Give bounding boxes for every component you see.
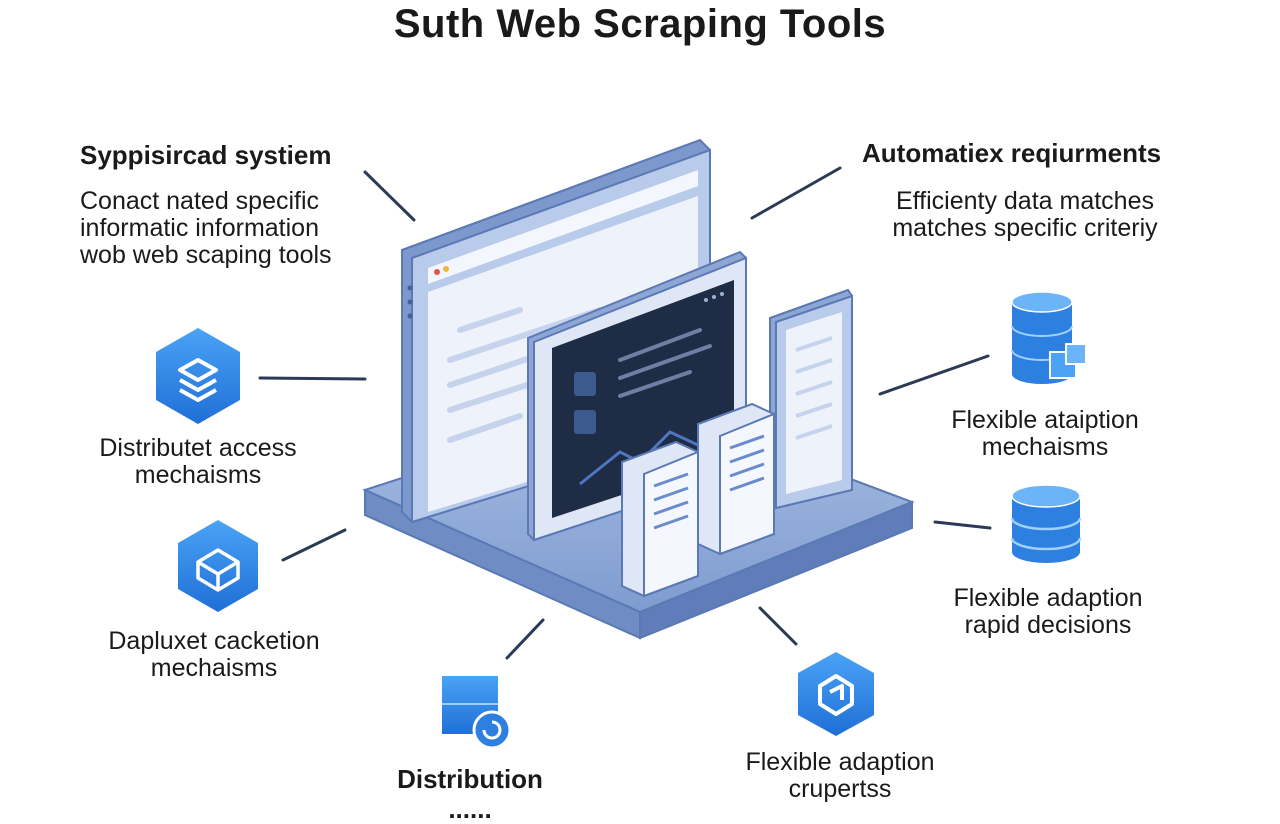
right-top-line: matches specific criteriy: [892, 214, 1158, 242]
bottom-item-label: Flexible adaption crupertss: [720, 749, 960, 803]
label-line: Flexible adaption: [745, 748, 935, 776]
label-line: mechaisms: [981, 433, 1109, 461]
label-line: rapid decisions: [964, 611, 1132, 639]
right-item-label: Flexible ataiption mechaisms: [930, 407, 1160, 461]
page-title: Suth Web Scraping Tools: [393, 2, 887, 46]
left-item-label: Dapluxet cacketion mechaisms: [96, 628, 332, 682]
label-line: Distributet access: [99, 434, 297, 462]
label-line: Flexible adaption: [953, 584, 1143, 612]
left-item-label: Distributet access mechaisms: [80, 435, 316, 489]
label-line: ......: [448, 794, 492, 824]
left-top-line: Conact nated specific: [80, 187, 320, 215]
bottom-item-label: Distribution ......: [380, 764, 560, 824]
left-top-line: informatic information: [80, 214, 319, 242]
label-line: mechaisms: [150, 654, 278, 682]
left-top-line: wob web scaping tools: [80, 241, 332, 269]
right-item-label: Flexible adaption rapid decisions: [933, 585, 1163, 639]
illustration: [156, 138, 1087, 750]
package-hexagon-icon: [178, 520, 258, 612]
database-icon: [1010, 484, 1082, 563]
server-refresh-icon: [442, 676, 512, 750]
left-top-desc: Conact nated specific informatic informa…: [80, 188, 332, 269]
label-line: Dapluxet cacketion: [108, 627, 320, 655]
tablet-device: [769, 288, 853, 510]
label-line: mechaisms: [134, 461, 262, 489]
database-cubes-icon: [1011, 291, 1087, 384]
right-top-heading: Automatiex reqiurments: [862, 138, 1162, 168]
right-top-line: Efficienty data matches: [895, 187, 1154, 215]
server-towers: [621, 402, 775, 598]
cube-hexagon-icon: [798, 652, 874, 736]
label-line: Distribution: [397, 764, 543, 794]
label-line: Flexible ataiption: [951, 406, 1139, 434]
connector-lines: [258, 166, 992, 660]
label-line: crupertss: [788, 775, 892, 803]
left-top-heading: Syppisircad systiem: [80, 140, 332, 170]
right-top-desc: Efficienty data matches matches specific…: [856, 188, 1194, 242]
layers-hexagon-icon: [156, 328, 240, 424]
